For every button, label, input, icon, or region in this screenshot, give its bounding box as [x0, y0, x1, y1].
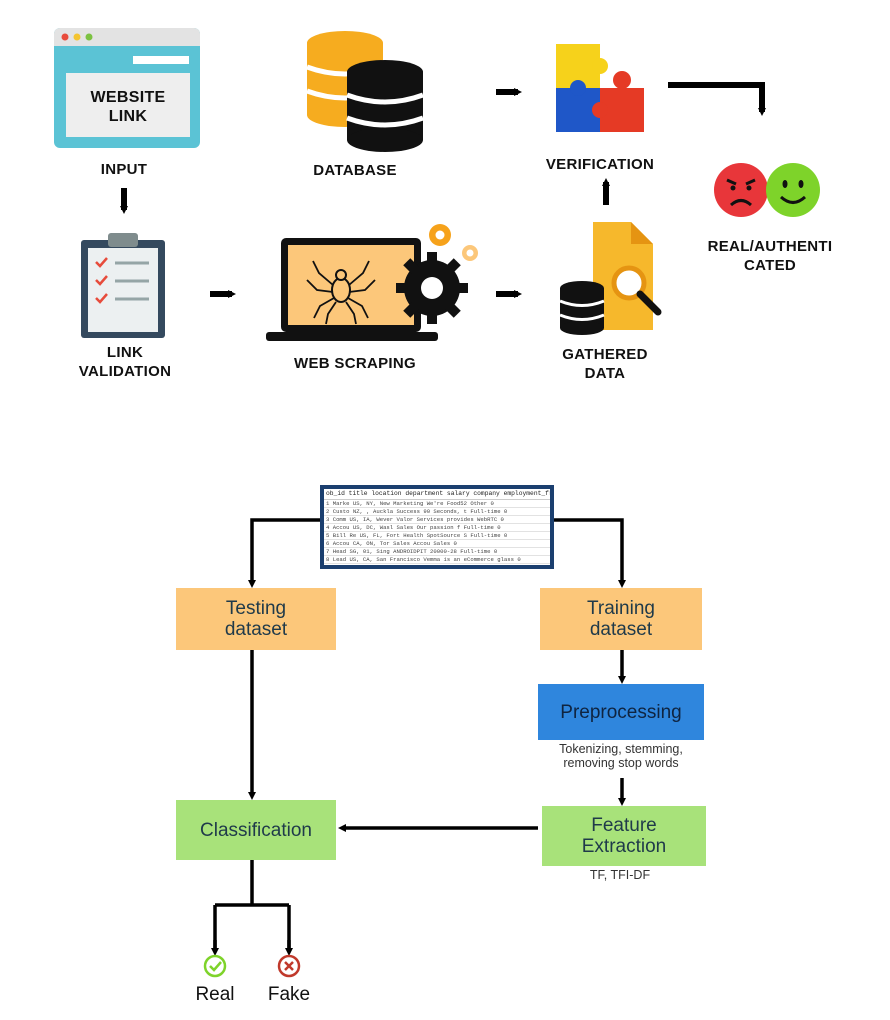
table-row: 8 Lead US, CA, San Francisco Vemma is an… [324, 556, 550, 564]
table-row: 4 Accou US, DC, Wasl Sales Our passion f… [324, 524, 550, 532]
arrow-classification-split [213, 860, 291, 950]
table-row: 6 Accou CA, ON, Tor Sales Accou Sales 0 [324, 540, 550, 548]
link-validation-label: LINK VALIDATION [78, 344, 172, 380]
clipboard-checklist-icon [81, 233, 165, 338]
verification-label: VERIFICATION [545, 156, 655, 173]
dataset-table: ob_id title location department salary c… [320, 485, 554, 569]
real-label: Real [195, 984, 235, 1005]
table-row: 5 Bill Re US, FL, Fort Health SpotSource… [324, 532, 550, 540]
gear-large-icon [396, 252, 468, 324]
arrow-table-training [552, 518, 626, 588]
browser-link-text: WEBSITE LINK [90, 89, 166, 125]
testing-dataset-box: Testing dataset [176, 588, 336, 650]
arrow-table-testing [248, 518, 322, 588]
dataset-table-header: ob_id title location department salary c… [324, 489, 550, 500]
cross-circle-icon [277, 954, 301, 978]
table-row: 1 Marke US, NY, New Marketing We're Food… [324, 500, 550, 508]
classification-box: Classification [176, 800, 336, 860]
preprocessing-note: Tokenizing, stemming, removing stop word… [559, 742, 683, 770]
training-dataset-box: Training dataset [540, 588, 702, 650]
database-icon [306, 31, 424, 152]
dataset-table-rows: 1 Marke US, NY, New Marketing We're Food… [324, 500, 550, 565]
angry-face-icon [714, 163, 768, 217]
fake-label: Fake [267, 984, 311, 1005]
database-label: DATABASE [313, 162, 397, 179]
happy-face-icon [766, 163, 820, 217]
web-scraping-label: WEB SCRAPING [294, 355, 416, 372]
table-row: 9 HP BS US, FL, Pensacola Solutions/Ts F… [324, 564, 550, 565]
table-row: 7 Head SG, 01, Sing ANDROIDPIT 20000-28 … [324, 548, 550, 556]
check-circle-icon [203, 954, 227, 978]
table-row: 2 Custo NZ, , Auckla Success 90 Seconds,… [324, 508, 550, 516]
table-row: 3 Comm US, IA, Wever Valor Services prov… [324, 516, 550, 524]
laptop-spider-icon [266, 238, 438, 341]
feature-extraction-box: Feature Extraction [542, 806, 706, 866]
arrow-verification-result [668, 82, 766, 116]
gathered-data-label: GATHERED DATA [562, 346, 648, 382]
gathered-data-icon [559, 222, 662, 335]
puzzle-icon [556, 44, 644, 132]
real-authenticated-label: REAL/AUTHENTI CATED [707, 238, 833, 274]
gear-small-icon [429, 224, 478, 261]
browser-window-icon [54, 28, 200, 148]
input-label: INPUT [100, 161, 148, 178]
preprocessing-box: Preprocessing [538, 684, 704, 740]
feature-note: TF, TFI-DF [589, 868, 651, 882]
